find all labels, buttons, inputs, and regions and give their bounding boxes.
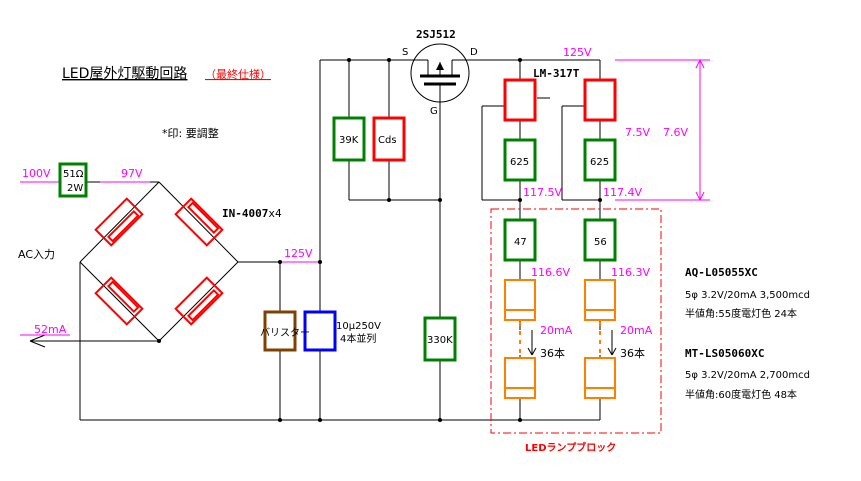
mosfet-pin-s: S	[402, 47, 408, 58]
junction-dots	[157, 58, 602, 422]
label-625-b: 625	[590, 157, 609, 168]
ac-label: AC入力	[18, 248, 55, 261]
input-resistor-power: 2W	[67, 183, 83, 194]
led-count-a: 36本	[540, 346, 565, 360]
resistor-56	[583, 218, 617, 262]
capacitor-note: 4本並列	[340, 332, 376, 345]
led-a-n	[504, 357, 536, 399]
led-current-a: 20mA	[540, 324, 573, 337]
mosfet-symbol	[410, 43, 472, 104]
label-56: 56	[594, 237, 607, 248]
input-current-arrow	[29, 334, 46, 348]
led-spec-1-part: AQ-L05055XC	[685, 266, 758, 279]
capacitor-value: 10μ250V	[336, 321, 381, 332]
input-resistor	[58, 162, 88, 198]
led-continuation	[519, 322, 601, 358]
mosfet-pin-d: D	[470, 47, 478, 58]
drop-bracket	[615, 58, 710, 202]
note: *印: 要調整	[162, 126, 219, 140]
regulator-b	[583, 78, 617, 122]
voltage-drop-b: 7.6V	[663, 126, 688, 139]
led-spec-1-spec: 5φ 3.2V/20mA 3,500mcd	[685, 290, 810, 301]
led-spec-2-spec: 5φ 3.2V/20mA 2,700mcd	[685, 370, 810, 381]
voltage-ticks	[20, 181, 320, 336]
led-string-a	[504, 279, 536, 399]
input-resistor-value: 51Ω	[63, 169, 84, 180]
voltage-drop-a: 7.5V	[625, 126, 650, 139]
diode-top-right	[174, 197, 224, 247]
led-spec-2-part: MT-LS05060XC	[685, 347, 764, 360]
title-main: LED屋外灯駆動回路	[62, 66, 187, 82]
varistor-label: バリスター	[260, 327, 310, 339]
resistor-625-a	[503, 138, 537, 182]
voltage-top: 125V	[563, 46, 592, 59]
voltage-after: 97V	[121, 167, 143, 180]
cds-cell	[372, 116, 406, 162]
varistor	[263, 310, 297, 352]
led-count-b: 36本	[620, 346, 645, 360]
led-block-label: LEDランプブロック	[525, 441, 616, 454]
label-cds: Cds	[378, 135, 397, 146]
svg-text:IN-4007x4: IN-4007x4	[222, 207, 282, 220]
resistor-47	[503, 218, 537, 262]
voltage-led-b: 116.3V	[611, 266, 650, 279]
led-current-arrows	[527, 330, 617, 356]
dc-rail-voltage: 125V	[284, 247, 313, 260]
voltage-in: 100V	[22, 167, 51, 180]
input-current: 52mA	[34, 323, 67, 336]
led-b-n	[584, 357, 616, 399]
led-string-b	[584, 279, 616, 399]
led-spec-2-angle: 半値角:60度電灯色 48本	[685, 388, 797, 401]
diode-bottom-left	[94, 276, 144, 326]
bridge-count: x4	[268, 207, 282, 220]
label-39k: 39K	[339, 135, 359, 146]
capacitor	[303, 310, 337, 352]
led-block-border	[490, 208, 662, 434]
led-b-1	[584, 279, 616, 321]
mosfet-pin-g: G	[430, 106, 438, 117]
resistor-39k	[332, 116, 366, 162]
bridge-diode-label: IN-4007	[222, 207, 268, 220]
regulator-label: LM-317T	[533, 67, 580, 80]
mosfet-part: 2SJ512	[416, 28, 456, 41]
voltage-out-a: 117.5V	[523, 186, 562, 199]
title-sub: （最終仕様）	[205, 67, 271, 81]
led-spec-1-angle: 半値角:55度電灯色 24本	[685, 307, 797, 320]
diode-bottom-right	[174, 276, 224, 326]
resistor-330k	[423, 316, 457, 362]
led-a-1	[504, 279, 536, 321]
led-current-b: 20mA	[620, 324, 653, 337]
label-625-a: 625	[510, 157, 529, 168]
diode-top-left	[94, 197, 144, 247]
labels: LED屋外灯駆動回路 （最終仕様） *印: 要調整 100V 51Ω 2W 97…	[18, 28, 810, 454]
resistor-625-b	[583, 138, 617, 182]
label-47: 47	[514, 237, 527, 248]
voltage-led-a: 116.6V	[531, 266, 570, 279]
label-330k: 330K	[427, 335, 453, 346]
bridge-diodes	[94, 197, 224, 326]
voltage-out-b: 117.4V	[603, 186, 642, 199]
regulator-a	[503, 78, 537, 122]
